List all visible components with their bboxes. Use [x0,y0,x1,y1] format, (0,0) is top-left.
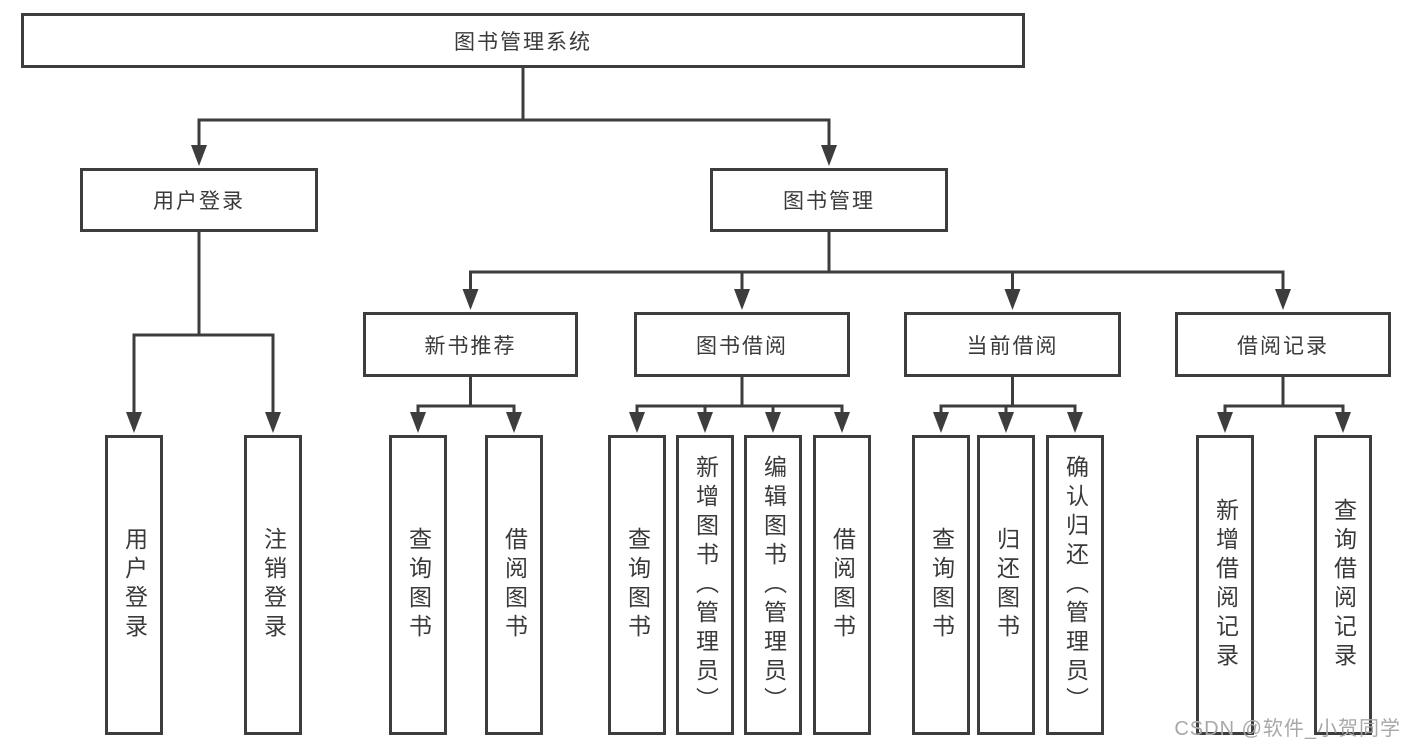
node-leaf-borrow-query-books-label: 查询图书 [624,527,651,643]
node-current-borrow: 当前借阅 [904,312,1121,377]
node-borrow-records-label: 借阅记录 [1237,334,1329,358]
node-leaf-logout-label: 注销登录 [260,527,287,643]
node-leaf-recommend-borrow-books: 借阅图书 [485,435,543,735]
node-root-system: 图书管理系统 [21,13,1025,68]
node-root-label: 图书管理系统 [454,30,592,54]
node-user-login-module: 用户登录 [80,168,318,232]
node-leaf-borrow-borrow-books-label: 借阅图书 [829,527,856,643]
node-leaf-current-confirm-return-admin-label: 确认归还（管理员） [1062,454,1089,716]
node-leaf-borrow-add-books-admin-label: 新增图书（管理员） [692,454,719,716]
node-leaf-user-login-label: 用户登录 [121,527,148,643]
node-leaf-borrow-edit-books-admin-label: 编辑图书（管理员） [760,454,787,716]
node-new-book-recommend-label: 新书推荐 [424,334,517,358]
node-leaf-current-query-books: 查询图书 [912,435,970,735]
node-leaf-current-return-books-label: 归还图书 [993,527,1020,643]
node-leaf-borrow-edit-books-admin: 编辑图书（管理员） [744,435,802,735]
node-book-management-label: 图书管理 [783,190,875,213]
node-leaf-borrow-add-books-admin: 新增图书（管理员） [676,435,734,735]
node-book-borrow-label: 图书借阅 [696,334,788,358]
node-user-login-label: 用户登录 [153,190,245,213]
node-leaf-current-confirm-return-admin: 确认归还（管理员） [1046,435,1104,735]
node-leaf-borrow-query-books: 查询图书 [608,435,666,735]
node-leaf-records-add-record-label: 新增借阅记录 [1212,498,1239,672]
csdn-watermark: CSDN @软件_小贺同学 [1174,718,1401,740]
node-leaf-current-return-books: 归还图书 [977,435,1035,735]
node-leaf-borrow-borrow-books: 借阅图书 [813,435,871,735]
node-book-borrow: 图书借阅 [634,312,850,377]
node-new-book-recommend: 新书推荐 [363,312,578,377]
node-leaf-records-query-record: 查询借阅记录 [1314,435,1372,735]
node-leaf-user-login: 用户登录 [105,435,163,735]
node-leaf-logout: 注销登录 [244,435,302,735]
node-leaf-records-query-record-label: 查询借阅记录 [1330,498,1357,672]
node-leaf-records-add-record: 新增借阅记录 [1196,435,1254,735]
node-leaf-recommend-query-books-label: 查询图书 [405,527,432,643]
node-leaf-current-query-books-label: 查询图书 [928,527,955,643]
node-book-management-module: 图书管理 [710,168,948,232]
node-current-borrow-label: 当前借阅 [966,334,1059,358]
node-leaf-recommend-query-books: 查询图书 [389,435,447,735]
node-leaf-recommend-borrow-books-label: 借阅图书 [501,527,528,643]
node-borrow-records: 借阅记录 [1175,312,1391,377]
